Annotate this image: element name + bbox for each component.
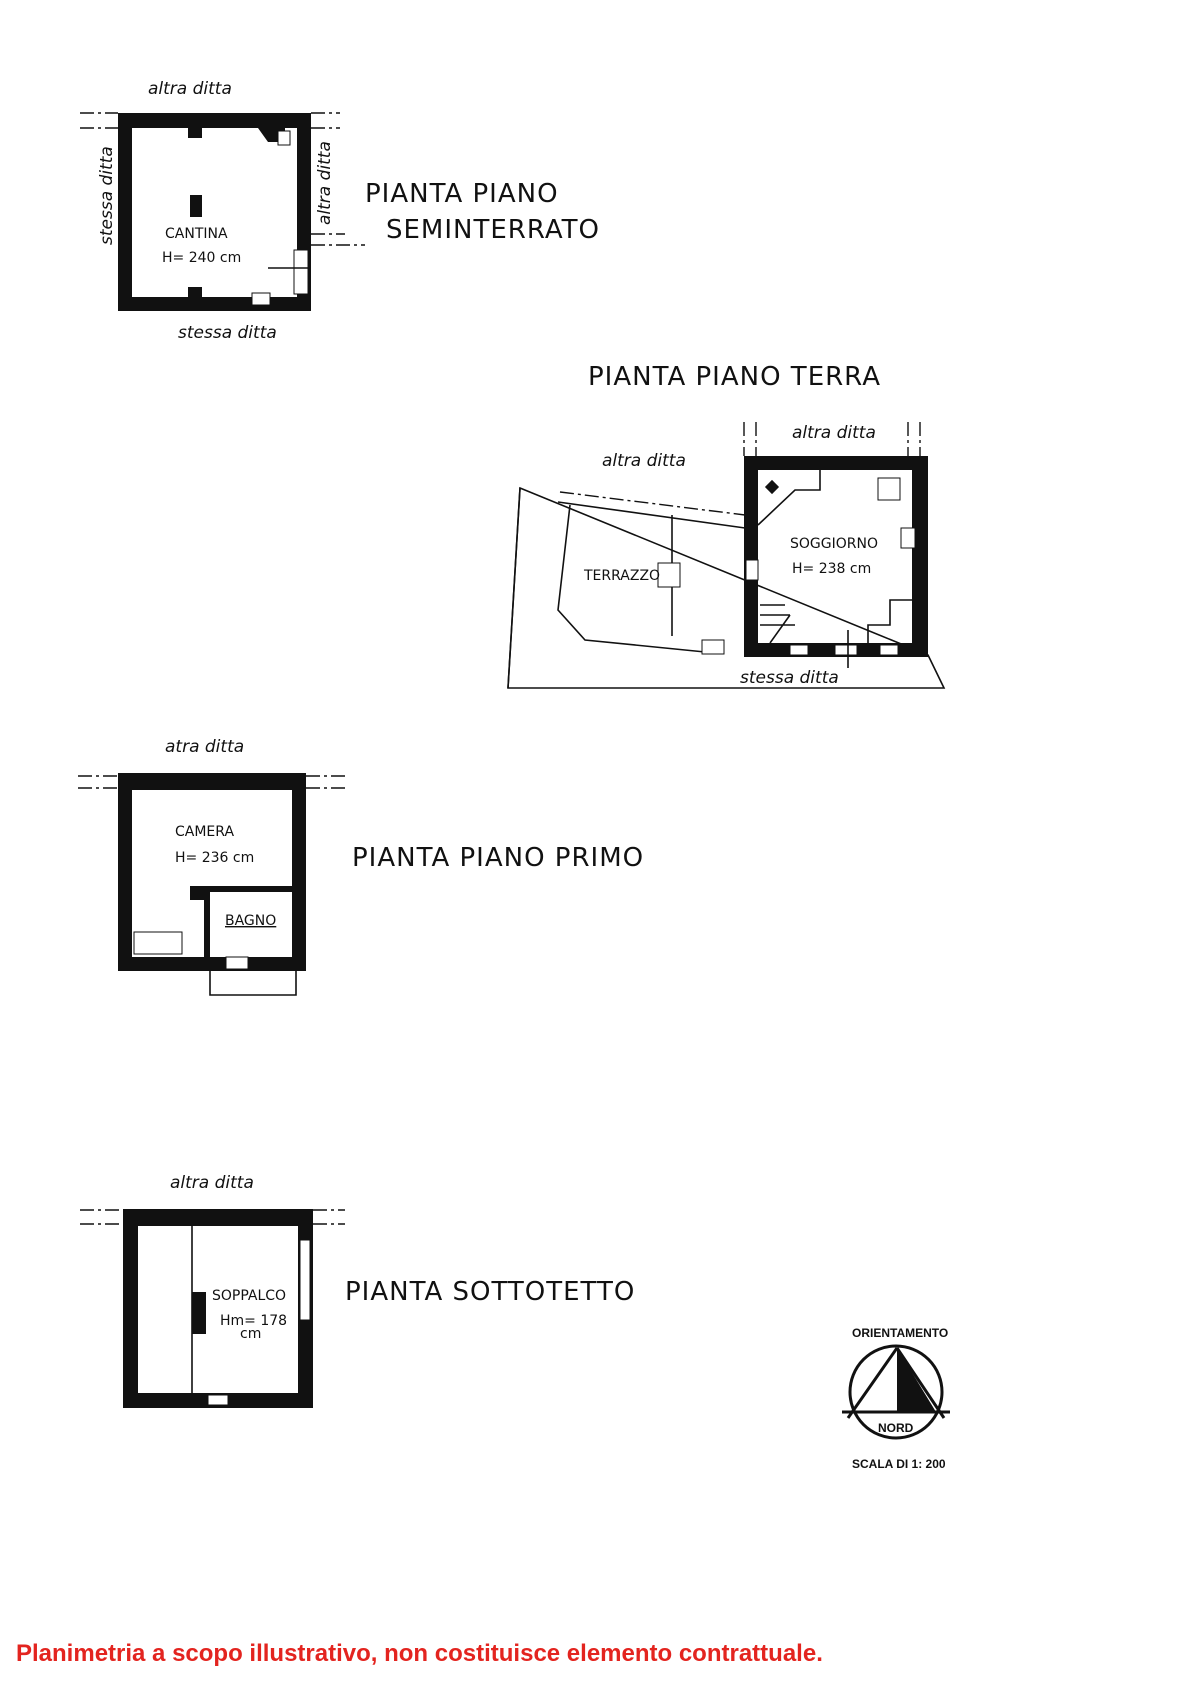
plan-seminterrato: altra ditta stessa ditta stessa ditta al… bbox=[80, 79, 600, 343]
window-opening bbox=[207, 1394, 229, 1406]
bottom-neighbour-label: stessa ditta bbox=[740, 668, 839, 688]
site-outline bbox=[507, 486, 946, 689]
pillar bbox=[188, 128, 202, 138]
terrace-label: TERRAZZO bbox=[583, 568, 660, 584]
top-neighbour-label: altra ditta bbox=[792, 423, 876, 443]
window-opening bbox=[251, 292, 271, 306]
site-outline bbox=[507, 487, 521, 689]
flue bbox=[877, 477, 901, 501]
plan-piano-terra: PIANTA PIANO TERRA altra ditta altra dit… bbox=[507, 362, 946, 689]
chimney-hood bbox=[757, 470, 821, 526]
window-opening bbox=[900, 527, 916, 549]
plan-sottotetto: altra ditta SOPPALCO Hm= 178 cm PIANTA S… bbox=[80, 1173, 635, 1408]
pillar bbox=[188, 287, 202, 297]
room-height: H= 238 cm bbox=[792, 561, 871, 577]
terrace-outline bbox=[557, 501, 746, 653]
orientation-label: ORIENTAMENTO bbox=[852, 1326, 948, 1340]
flue-grid bbox=[277, 130, 291, 146]
skylight bbox=[299, 1239, 311, 1321]
door-opening bbox=[701, 639, 725, 655]
wall-recess bbox=[867, 599, 912, 643]
room-height: H= 236 cm bbox=[175, 850, 254, 866]
room-name-soggiorno: SOGGIORNO bbox=[790, 536, 878, 552]
room-name-cantina: CANTINA bbox=[165, 226, 228, 242]
room-height-unit: cm bbox=[240, 1326, 261, 1342]
bagno-walls bbox=[190, 886, 292, 957]
plan-title-line2: SEMINTERRATO bbox=[386, 215, 600, 245]
window-opening bbox=[789, 644, 809, 656]
drain-grid bbox=[657, 562, 681, 588]
room-height: H= 240 cm bbox=[162, 250, 241, 266]
staircase bbox=[760, 604, 795, 644]
boundary-line bbox=[559, 491, 746, 516]
top-neighbour-label: altra ditta bbox=[148, 79, 232, 99]
bottom-neighbour-label: stessa ditta bbox=[178, 323, 277, 343]
plan-title: PIANTA PIANO PRIMO bbox=[352, 843, 644, 873]
plan-piano-primo: atra ditta CAMERA H= 236 cm BAGNO PIANTA… bbox=[78, 737, 644, 996]
left-neighbour-label: altra ditta bbox=[602, 451, 686, 471]
north-arrow-compass-icon: NORD bbox=[842, 1344, 950, 1440]
stove bbox=[764, 479, 780, 495]
plan-title: PIANTA PIANO TERRA bbox=[588, 362, 881, 392]
plan-title: PIANTA SOTTOTETTO bbox=[345, 1277, 635, 1307]
chimney bbox=[190, 195, 202, 217]
sottotetto-walls bbox=[123, 1209, 313, 1408]
room-name-camera: CAMERA bbox=[175, 824, 234, 840]
top-neighbour-label: altra ditta bbox=[170, 1173, 254, 1193]
door-opening bbox=[225, 956, 249, 970]
room-height: Hm= 178 bbox=[220, 1313, 287, 1329]
right-neighbour-label: altra ditta bbox=[315, 141, 335, 225]
door-opening bbox=[834, 644, 858, 656]
orientation-block: ORIENTAMENTO NORD SCALA DI 1: 200 bbox=[842, 1326, 950, 1471]
staircase bbox=[133, 931, 183, 955]
top-neighbour-label: atra ditta bbox=[165, 737, 244, 757]
plan-title-line1: PIANTA PIANO bbox=[365, 179, 559, 209]
room-name-soppalco: SOPPALCO bbox=[212, 1288, 286, 1304]
balcony bbox=[209, 971, 297, 996]
window-opening bbox=[879, 644, 899, 656]
door-opening bbox=[293, 249, 309, 295]
left-neighbour-label: stessa ditta bbox=[97, 146, 117, 245]
north-label: NORD bbox=[878, 1421, 914, 1435]
chimney bbox=[192, 1292, 206, 1334]
window-opening bbox=[745, 559, 759, 581]
room-name-bagno: BAGNO bbox=[225, 913, 276, 929]
scale-label: SCALA DI 1: 200 bbox=[852, 1457, 946, 1471]
disclaimer-text: Planimetria a scopo illustrativo, non co… bbox=[16, 1640, 823, 1667]
